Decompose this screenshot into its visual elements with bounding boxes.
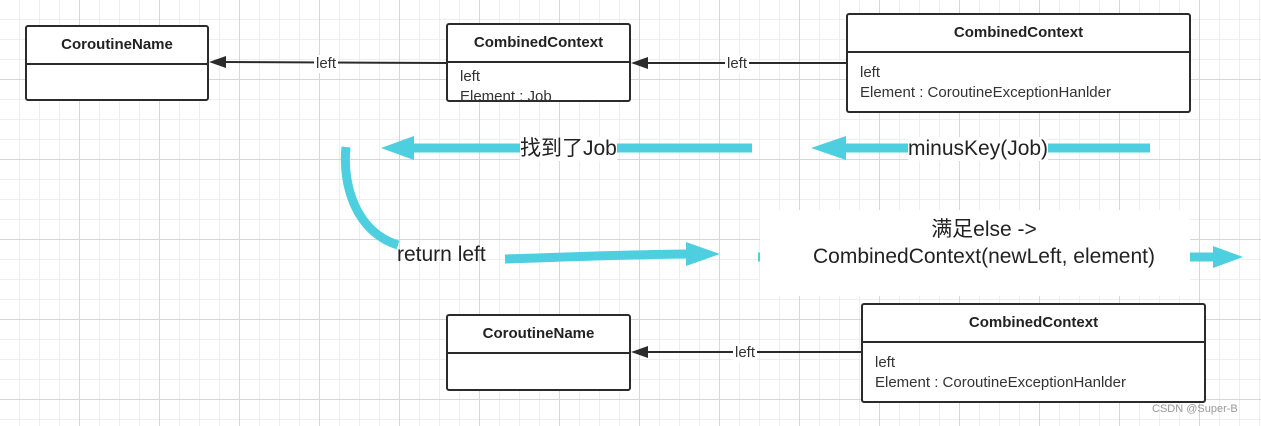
attr-element: Element : Job xyxy=(460,88,552,105)
else-note: 满足else -> CombinedContext(newLeft, eleme… xyxy=(782,216,1186,270)
box-attributes: left Element : CoroutineExceptionHanlder xyxy=(863,343,1204,393)
bottom-coroutine-name-box: CoroutineName xyxy=(446,314,631,391)
box-attributes: left Element : Job xyxy=(448,63,629,107)
top-right-arrowhead xyxy=(631,57,648,69)
box-title: CoroutineName xyxy=(27,27,207,65)
bottom-arrowhead xyxy=(631,346,648,358)
return-left-arrow-line xyxy=(504,249,696,264)
box-title: CombinedContext xyxy=(448,25,629,63)
else-note-line-2: CombinedContext(newLeft, element) xyxy=(812,245,1155,268)
watermark: CSDN @Super-B xyxy=(1152,403,1238,415)
return-left-arrowhead xyxy=(686,242,720,266)
box-title: CoroutineName xyxy=(448,316,629,354)
top-left-arrowhead xyxy=(209,56,226,68)
return-curve-arrow xyxy=(340,146,400,250)
edge-label-left: left xyxy=(314,55,339,73)
attr-element: Element : CoroutineExceptionHanlder xyxy=(860,84,1111,101)
attr-left: left xyxy=(460,68,481,85)
box-title: CombinedContext xyxy=(863,305,1204,343)
else-arrowhead xyxy=(1213,246,1243,268)
top-combined-context-job-box: CombinedContext left Element : Job xyxy=(446,23,631,105)
box-attributes: left Element : CoroutineExceptionHanlder xyxy=(848,53,1189,103)
top-combined-context-handler-box: CombinedContext left Element : Coroutine… xyxy=(846,13,1191,113)
found-job-arrowhead xyxy=(381,136,414,160)
return-left-label: return left xyxy=(397,243,486,266)
minus-key-label: minusKey(Job) xyxy=(908,137,1049,161)
attr-left: left xyxy=(860,64,881,81)
box-title: CombinedContext xyxy=(848,15,1189,53)
attr-element: Element : CoroutineExceptionHanlder xyxy=(875,374,1126,391)
else-note-background xyxy=(760,210,1190,296)
found-job-label: 找到了Job xyxy=(520,137,617,161)
else-note-line-1: 满足else -> xyxy=(931,218,1037,241)
edge-label-left: left xyxy=(733,344,758,362)
top-coroutine-name-box: CoroutineName xyxy=(25,25,209,101)
edge-label-left: left xyxy=(725,55,750,73)
minus-key-arrowhead xyxy=(811,136,846,160)
bottom-combined-context-handler-box: CombinedContext left Element : Coroutine… xyxy=(861,303,1206,403)
attr-left: left xyxy=(875,354,896,371)
